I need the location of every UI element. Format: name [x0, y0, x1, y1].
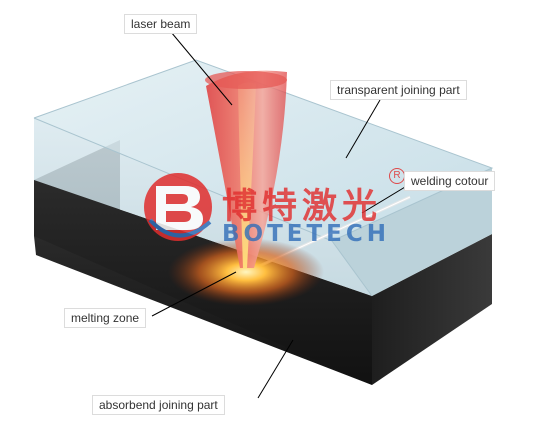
watermark-name-en: BOTETECH [222, 221, 391, 247]
laser-beam-top [205, 71, 287, 89]
glass-block-right-face [332, 168, 492, 296]
melting-zone-glow [168, 238, 324, 306]
base-block-right-face [372, 234, 492, 385]
leader-laser-beam [165, 25, 233, 106]
leader-melting-zone [151, 271, 237, 317]
watermark-logo [144, 173, 212, 241]
leader-absorbend-part [257, 339, 294, 399]
registered-mark-icon: R [389, 168, 405, 184]
label-absorbend-part: absorbend joining part [92, 395, 225, 415]
watermark-name-cn: 博特激光 [222, 187, 383, 227]
label-laser-beam: laser beam [124, 14, 198, 34]
label-welding-contour: welding cotour [404, 171, 496, 191]
leader-transparent-part [345, 99, 381, 159]
label-transparent-part: transparent joining part [330, 80, 467, 100]
label-melting-zone: melting zone [64, 308, 147, 328]
laser-beam-core [238, 82, 256, 269]
